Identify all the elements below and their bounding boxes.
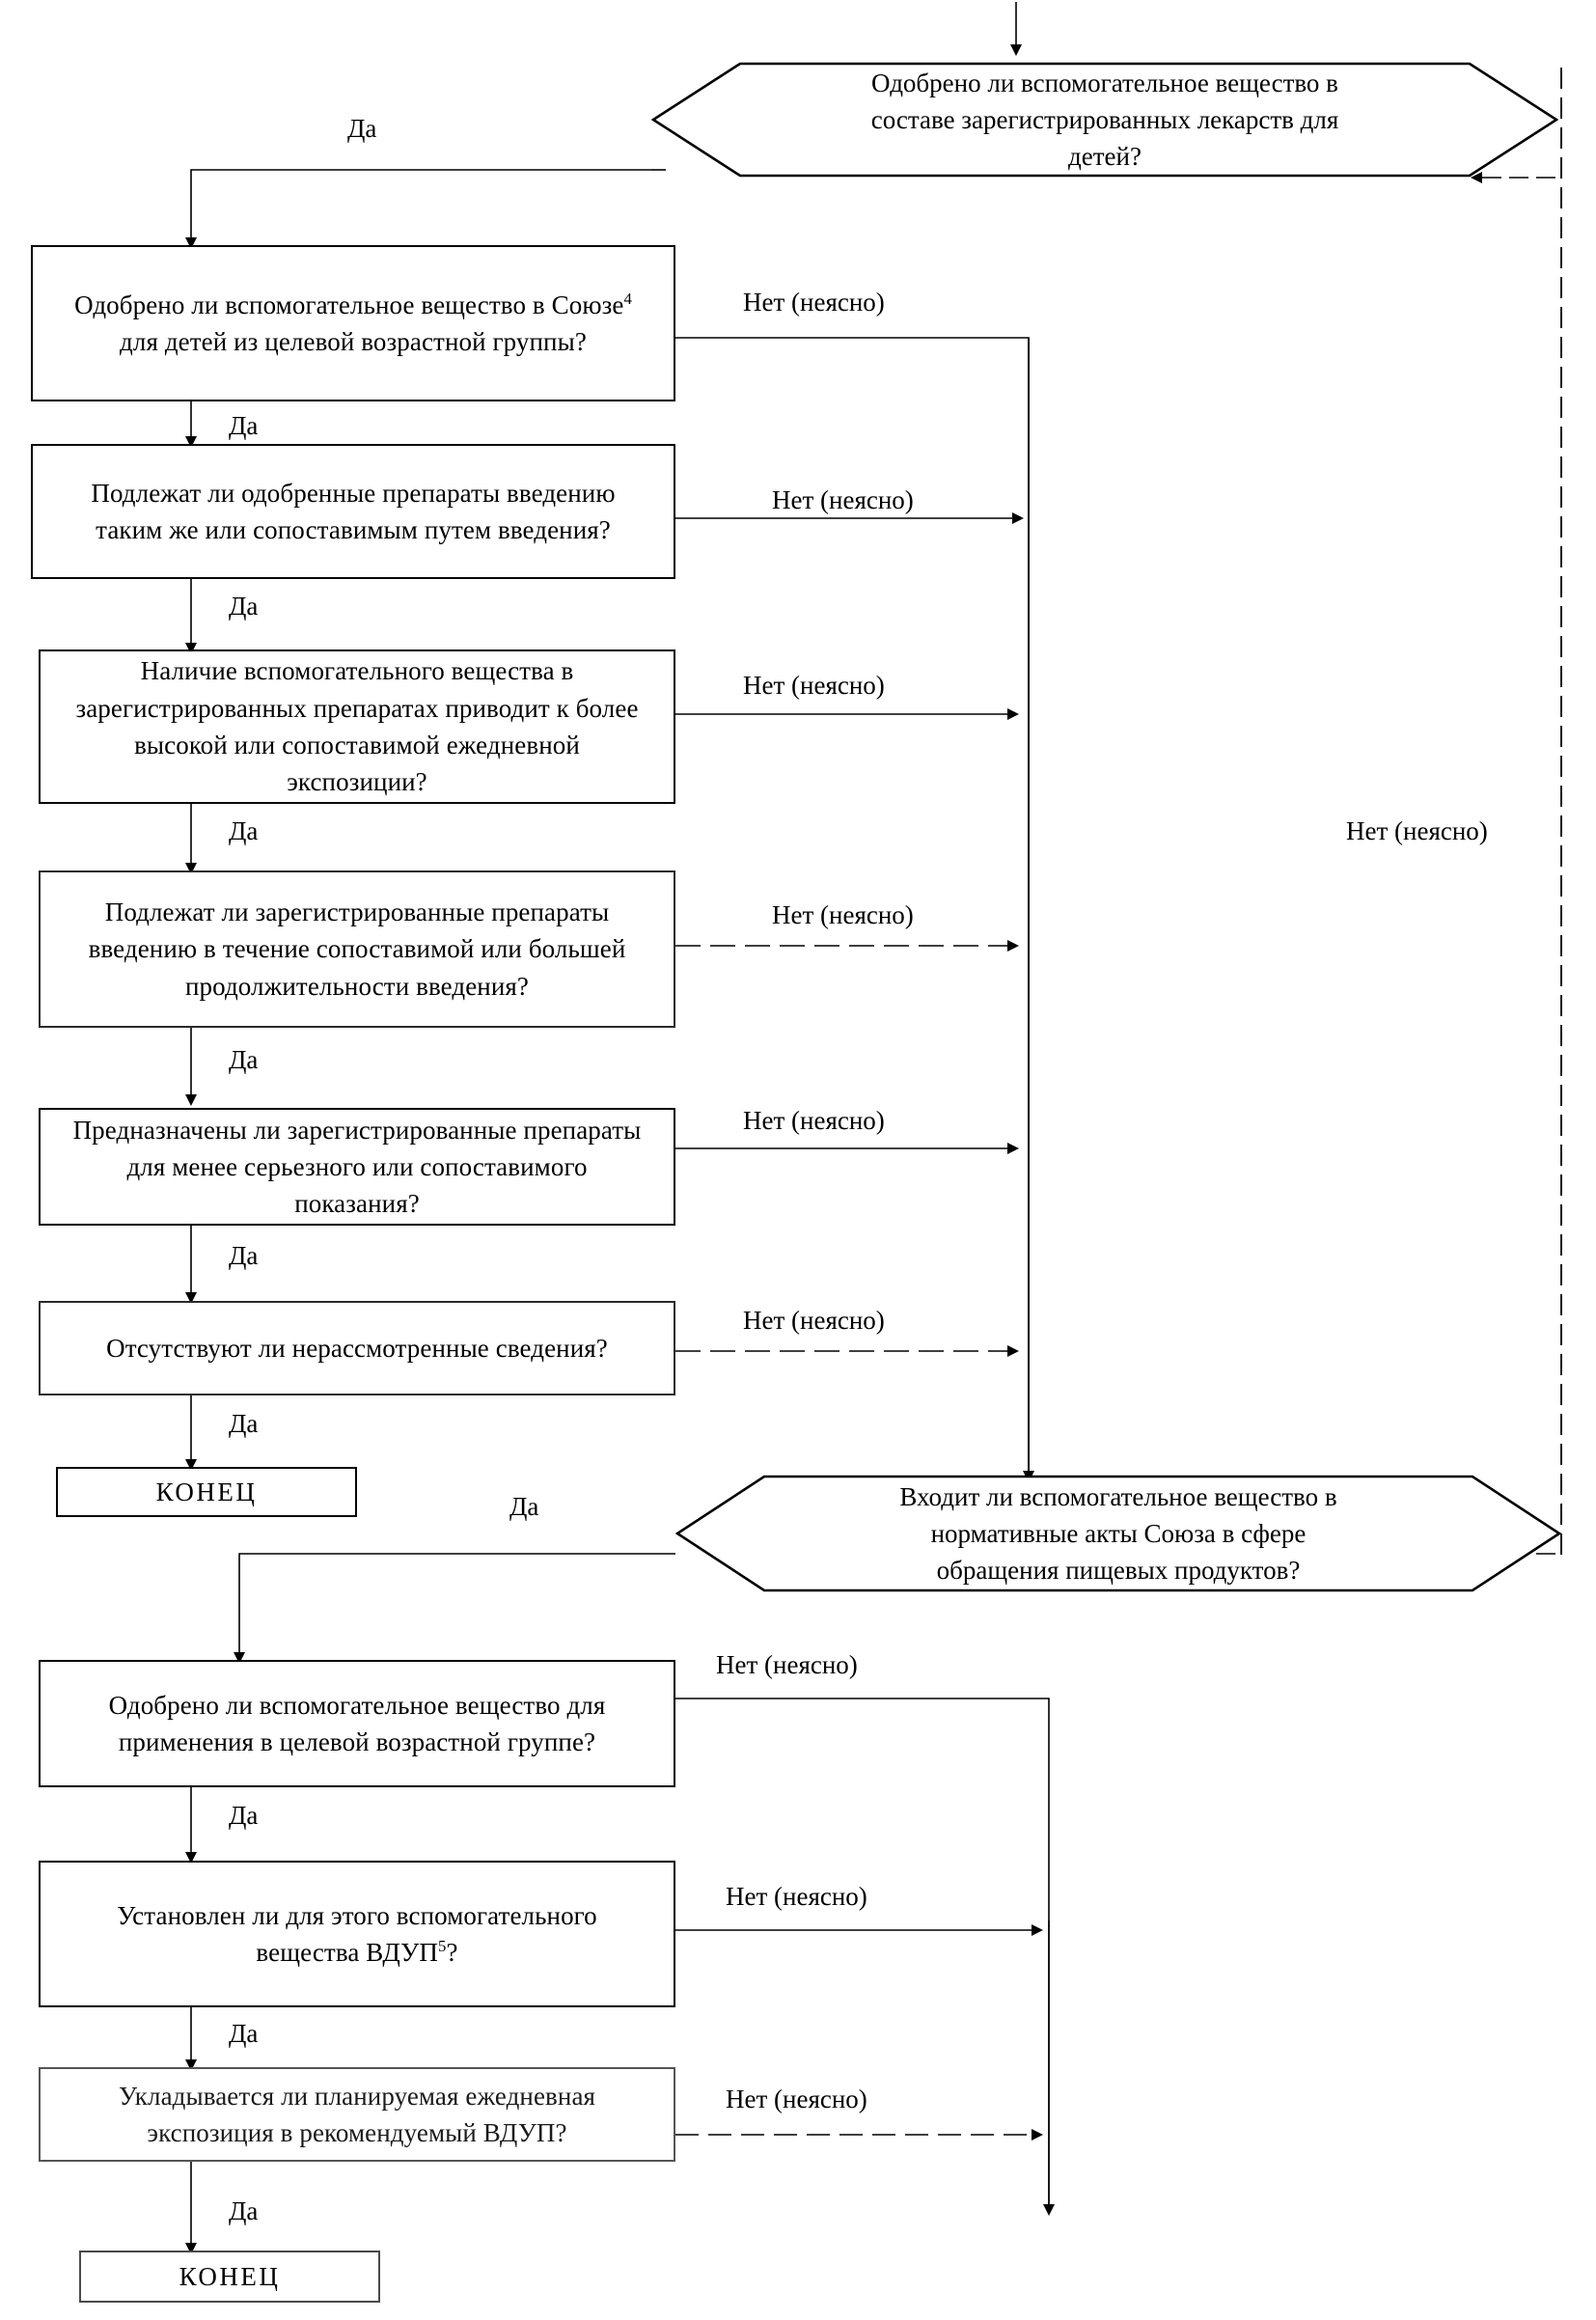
question-daily-exposure-label: Наличие вспомогательного вещества в заре… — [75, 656, 639, 797]
question-union-approved-label: Одобрено ли вспомогательное вещество в С… — [33, 287, 674, 361]
edge-label-no-union: Нет (неясно) — [743, 288, 885, 317]
q8-text-pre: Установлен ли для этого вспомогательного… — [117, 1900, 597, 1967]
decision-hex-registered-medicines-label: Одобрено ли вспомогательное вещество в с… — [651, 62, 1558, 178]
question-vdup-fits[interactable]: Укладывается ли планируемая ежедневная э… — [39, 2067, 675, 2162]
question-no-unresolved-data-label: Отсутствуют ли нерассмотренные сведения? — [106, 1333, 608, 1363]
edge-label-no-age-group: Нет (неясно) — [716, 1650, 858, 1679]
question-duration-label: Подлежат ли зарегистрированные препараты… — [88, 898, 626, 1001]
question-same-route-label: Подлежат ли одобренные препараты введени… — [91, 478, 616, 544]
edge-label-no-exposure: Нет (неясно) — [743, 671, 885, 700]
terminator-end-1-label: КОНЕЦ — [155, 1477, 258, 1506]
question-same-route[interactable]: Подлежат ли одобренные препараты введени… — [31, 444, 675, 579]
edge-label-no-indication: Нет (неясно) — [743, 1106, 885, 1135]
hex2-line3: обращения пищевых продуктов? — [936, 1556, 1301, 1586]
edge-label-no-right-main: Нет (неясно) — [1346, 816, 1488, 845]
edge-label-yes-indication: Да — [229, 1045, 259, 1074]
hex2-line1: Входит ли вспомогательное вещество в — [899, 1481, 1337, 1511]
q8-text-post: ? — [446, 1938, 458, 1967]
edge-label-yes-duration: Да — [229, 816, 259, 845]
question-vdup-fits-label: Укладывается ли планируемая ежедневная э… — [118, 2081, 596, 2147]
terminator-end-1[interactable]: КОНЕЦ — [56, 1467, 357, 1517]
edge-label-yes-vdup-fits: Да — [229, 2196, 259, 2225]
question-union-approved[interactable]: Одобрено ли вспомогательное вещество в С… — [31, 245, 675, 401]
q1-text-post: для детей из целевой возрастной группы? — [120, 327, 587, 356]
edge-label-yes-to-food: Да — [509, 1492, 539, 1521]
question-vdup-established-label: Установлен ли для этого вспомогательного… — [41, 1897, 674, 1972]
edge-label-yes-end1: Да — [229, 1409, 259, 1438]
terminator-end-2[interactable]: КОНЕЦ — [79, 2251, 380, 2303]
question-no-unresolved-data[interactable]: Отсутствуют ли нерассмотренные сведения? — [39, 1301, 675, 1395]
edge-label-yes-to-union: Да — [347, 114, 377, 143]
question-duration[interactable]: Подлежат ли зарегистрированные препараты… — [39, 870, 675, 1028]
edge-label-no-vdup-set: Нет (неясно) — [726, 1882, 867, 1911]
edge-label-yes-unresolved: Да — [229, 1241, 259, 1270]
q1-text-pre: Одобрено ли вспомогательное вещество в С… — [74, 290, 624, 319]
edge-label-yes-exposure: Да — [229, 592, 259, 621]
question-indication[interactable]: Предназначены ли зарегистрированные преп… — [39, 1108, 675, 1226]
decision-hex-food-regulations[interactable]: Входит ли вспомогательное вещество в нор… — [675, 1475, 1561, 1592]
hex1-line2: составе зарегистрированных лекарств для — [870, 104, 1339, 134]
hexagon-shape-2 — [675, 1475, 1561, 1592]
edge-label-yes-age-group: Да — [229, 1801, 259, 1830]
edge-label-no-unresolved: Нет (неясно) — [743, 1306, 885, 1335]
edge-label-no-duration: Нет (неясно) — [772, 900, 914, 929]
question-approved-age-group-label: Одобрено ли вспомогательное вещество для… — [108, 1690, 606, 1756]
hex1-line3: детей? — [1068, 142, 1142, 172]
question-daily-exposure[interactable]: Наличие вспомогательного вещества в заре… — [39, 649, 675, 804]
footnote-marker-5: 5 — [438, 1937, 447, 1955]
terminator-end-2-label: КОНЕЦ — [179, 2261, 281, 2291]
hex2-line2: нормативные акты Союза в сфере — [930, 1518, 1307, 1548]
footnote-marker-4: 4 — [623, 289, 632, 308]
edge-label-no-route: Нет (неясно) — [772, 485, 914, 514]
decision-hex-food-regulations-label: Входит ли вспомогательное вещество в нор… — [675, 1475, 1561, 1592]
edge-label-yes-vdup-set: Да — [229, 2019, 259, 2048]
edge-label-no-vdup-fits: Нет (неясно) — [726, 2085, 867, 2113]
question-approved-age-group[interactable]: Одобрено ли вспомогательное вещество для… — [39, 1660, 675, 1787]
question-indication-label: Предназначены ли зарегистрированные преп… — [72, 1115, 642, 1219]
hex1-line1: Одобрено ли вспомогательное вещество в — [871, 68, 1338, 97]
edge-label-yes-route: Да — [229, 411, 259, 440]
hexagon-shape — [651, 62, 1558, 178]
question-vdup-established[interactable]: Установлен ли для этого вспомогательного… — [39, 1861, 675, 2007]
decision-hex-registered-medicines[interactable]: Одобрено ли вспомогательное вещество в с… — [651, 62, 1558, 178]
